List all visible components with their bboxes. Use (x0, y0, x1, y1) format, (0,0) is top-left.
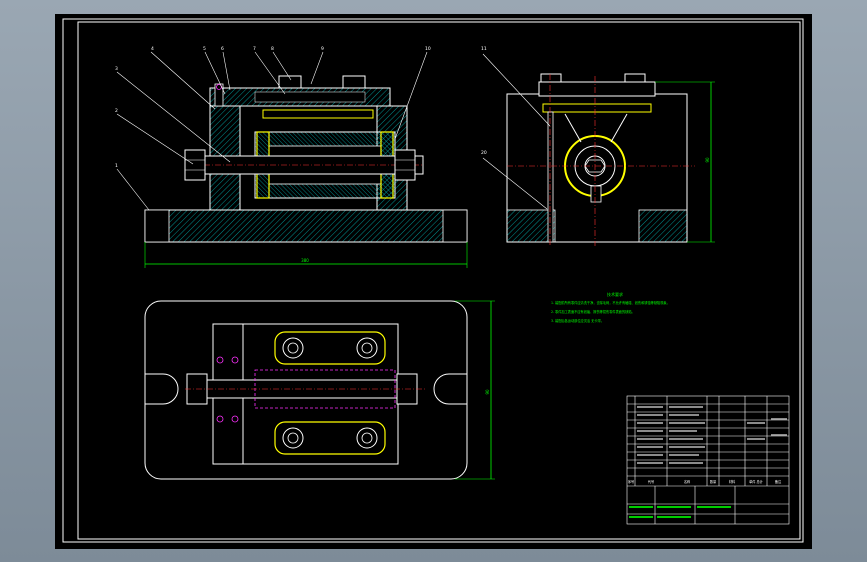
left-nut (184, 149, 206, 181)
small-pin (214, 83, 224, 107)
callout-9: 9 (321, 46, 324, 52)
callout-6: 6 (221, 46, 224, 52)
notes-line-1: 1. 装配前所有零件应清洗干净，去除毛刺，不允许有磕碰、划伤和锈蚀等缺陷现象。 (551, 300, 670, 305)
plan-clamp-bottom (274, 421, 386, 455)
callout-1: 1 (115, 163, 118, 169)
title-block-green (629, 506, 731, 518)
top-guide-yellow (262, 109, 374, 119)
callout-11: 11 (481, 46, 487, 52)
callout-10: 10 (425, 46, 431, 52)
side-top-cap (538, 81, 656, 97)
title-header-qty: 数量 (710, 479, 717, 484)
dimension-side-text: 90 (705, 157, 710, 163)
side-view: 90 (482, 53, 715, 246)
callout-2: 2 (115, 108, 118, 114)
cad-viewport[interactable]: 380 4 5 6 7 8 9 10 11 3 2 1 20 (55, 14, 812, 549)
side-rod (547, 111, 554, 243)
base-plate-right-slot (442, 209, 468, 243)
plan-view: 90 (144, 300, 495, 480)
title-block-fills (637, 406, 787, 464)
dimension-plan-text: 90 (485, 389, 490, 395)
front-callouts (116, 51, 428, 211)
callout-4: 4 (151, 46, 154, 52)
sheet-inner-border (77, 21, 801, 540)
side-base-right (638, 209, 688, 243)
notes-title: 技术要求 (607, 291, 623, 297)
title-header-seq: 序号 (628, 479, 634, 484)
callout-20: 20 (481, 150, 487, 156)
front-section-view: 380 (144, 75, 468, 268)
notes-line-2: 2. 零件加工表面不应有划痕、擦伤等损伤零件表面的缺陷。 (551, 309, 635, 314)
callout-8: 8 (271, 46, 274, 52)
dimension-front-text: 380 (301, 258, 309, 263)
callout-7: 7 (253, 46, 256, 52)
title-header-mass: 单件 总计 (749, 479, 764, 484)
callout-5: 5 (203, 46, 206, 52)
side-base-left (506, 209, 556, 243)
side-knob-left (540, 73, 562, 83)
base-plate-left-slot (144, 209, 170, 243)
sheet-outer-border (62, 18, 804, 543)
top-knob-1 (278, 75, 302, 89)
side-yellow-clamp (542, 103, 652, 113)
notes-line-3: 3. 装配后各运动部位应灵活 无卡滞。 (551, 318, 604, 323)
cad-drawing-canvas: 380 4 5 6 7 8 9 10 11 3 2 1 20 (62, 18, 804, 543)
top-knob-2 (342, 75, 366, 89)
callout-3: 3 (115, 66, 118, 72)
title-header-code: 代号 (648, 479, 654, 484)
title-header-note: 备注 (775, 479, 782, 484)
plan-clamp-top (274, 331, 386, 365)
title-header-name: 名称 (684, 479, 691, 484)
right-nut (394, 149, 416, 181)
base-plate (144, 209, 468, 243)
top-bracket-gap (254, 91, 366, 103)
title-block (626, 395, 790, 525)
side-knob-right (624, 73, 646, 83)
title-header-material: 材料 (729, 479, 736, 484)
